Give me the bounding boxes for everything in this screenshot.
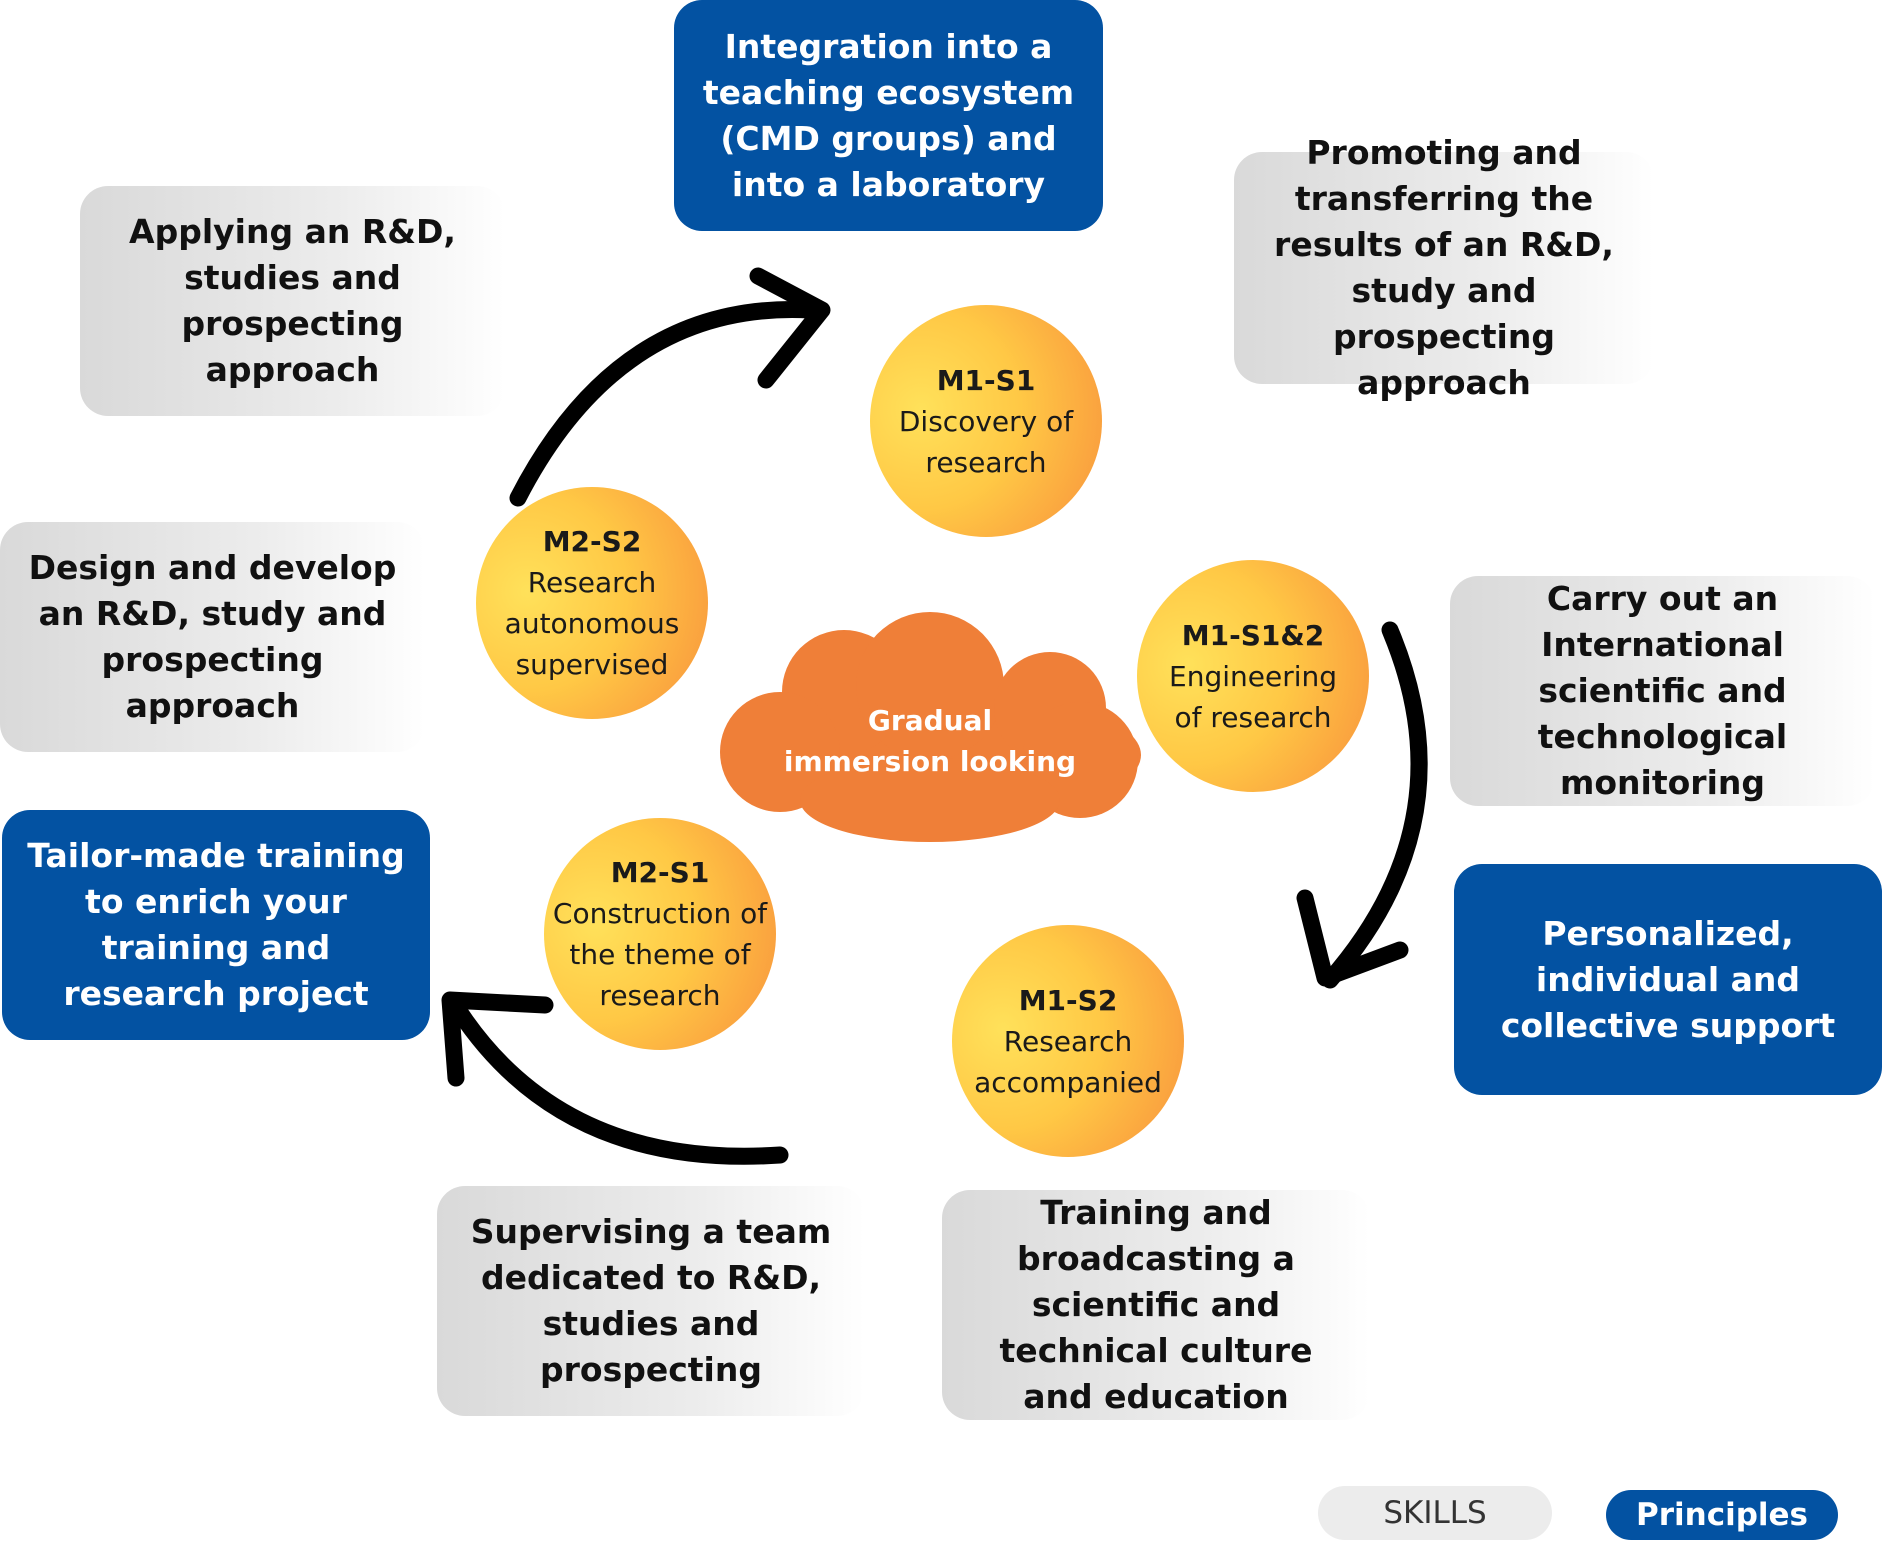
semester-code: M2-S1: [610, 856, 710, 889]
skill-promoting-transferring: Promoting and transferring the results o…: [1234, 133, 1654, 402]
arrow-head-top-left: [749, 267, 831, 389]
semester-circle-m1-s1: M1-S1 Discovery of research: [870, 305, 1102, 537]
semester-name: Engineering of research: [1169, 659, 1337, 734]
skill-design-develop: Design and develop an R&D, study and pro…: [0, 522, 425, 752]
arrow-top-left: [509, 301, 819, 507]
semester-code: M1-S2: [1018, 983, 1118, 1017]
skill-applying-approach: Applying an R&D, studies and prospecting…: [80, 186, 505, 416]
semester-circle-m2-s1: M2-S1 Construction of the theme of resea…: [544, 818, 776, 1050]
arrow-head-bottom-left: [441, 991, 554, 1087]
semester-name: Research autonomous supervised: [504, 566, 680, 681]
semester-name: Discovery of research: [898, 404, 1074, 479]
semester-name: Research accompanied: [974, 1024, 1162, 1099]
arrow-head-right: [1296, 889, 1409, 987]
semester-code: M1-S1: [936, 363, 1036, 397]
semester-circle-m2-s2: M2-S2 Research autonomous supervised: [476, 487, 708, 719]
legend-skills: SKILLS: [1318, 1486, 1552, 1540]
semester-circle-m1-s2: M1-S2 Research accompanied: [952, 925, 1184, 1157]
legend-principles: Principles: [1606, 1490, 1838, 1540]
arrow-right: [1321, 621, 1428, 989]
skill-training-broadcasting: Training and broadcasting a scientific a…: [942, 1190, 1370, 1420]
arrow-bottom-left: [446, 996, 789, 1165]
center-cloud-label: Gradual immersion looking: [783, 704, 1077, 778]
semester-circle-m1-s1-2: M1-S1&2 Engineering of research: [1137, 560, 1369, 792]
cycle-arrows: [441, 267, 1428, 1165]
principle-personalized-support: Personalized, individual and collective …: [1454, 864, 1882, 1095]
semester-name: Construction of the theme of research: [552, 897, 768, 1012]
center-cloud: [720, 612, 1141, 842]
principle-tailor-made-training: Tailor-made training to enrich your trai…: [2, 810, 430, 1040]
semester-code: M2-S2: [542, 525, 642, 558]
skill-supervising-team: Supervising a team dedicated to R&D, stu…: [437, 1186, 865, 1416]
semester-code: M1-S1&2: [1181, 618, 1325, 652]
principle-integration-ecosystem: Integration into a teaching ecosystem (C…: [674, 0, 1103, 231]
skill-international-monitoring: Carry out an International scientific an…: [1450, 576, 1875, 806]
